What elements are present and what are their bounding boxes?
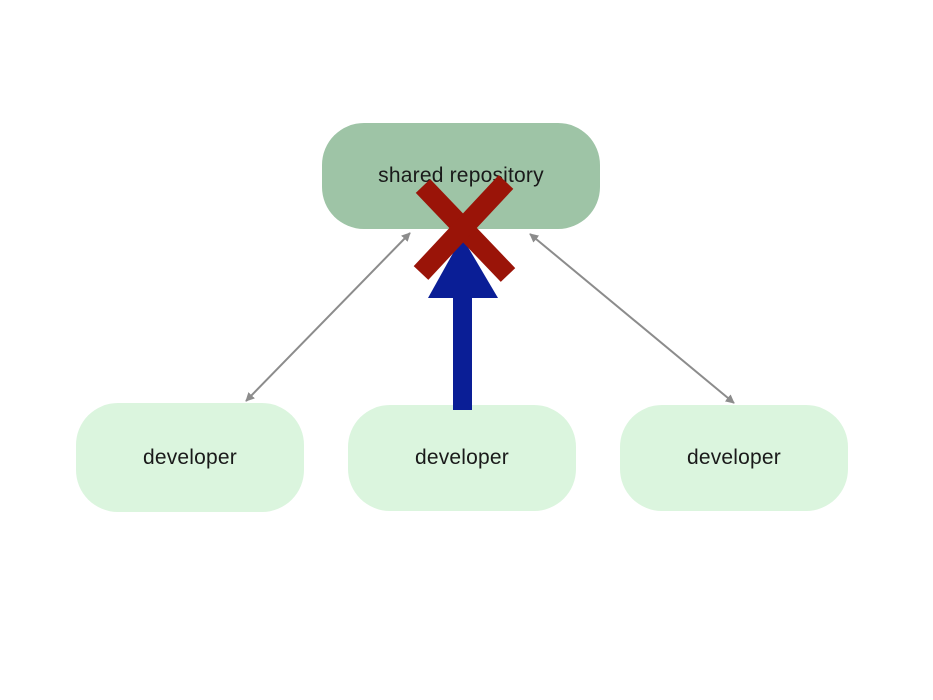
developer-node-right: developer (620, 405, 848, 511)
push-arrow-shaft (453, 296, 472, 410)
developer-node-left: developer (76, 403, 304, 512)
push-arrow (428, 237, 498, 410)
connector-repo-to-right-developer (529, 233, 735, 404)
developer-label-right: developer (686, 446, 782, 469)
connector-repo-to-left-developer (245, 232, 411, 402)
developer-node-center: developer (348, 405, 576, 511)
shared-repository-label: shared repository (378, 164, 544, 187)
push-arrow-head (428, 237, 498, 298)
developer-label-center: developer (414, 446, 510, 469)
developer-label-left: developer (142, 445, 238, 469)
shared-repository-node: shared repository (322, 123, 600, 229)
